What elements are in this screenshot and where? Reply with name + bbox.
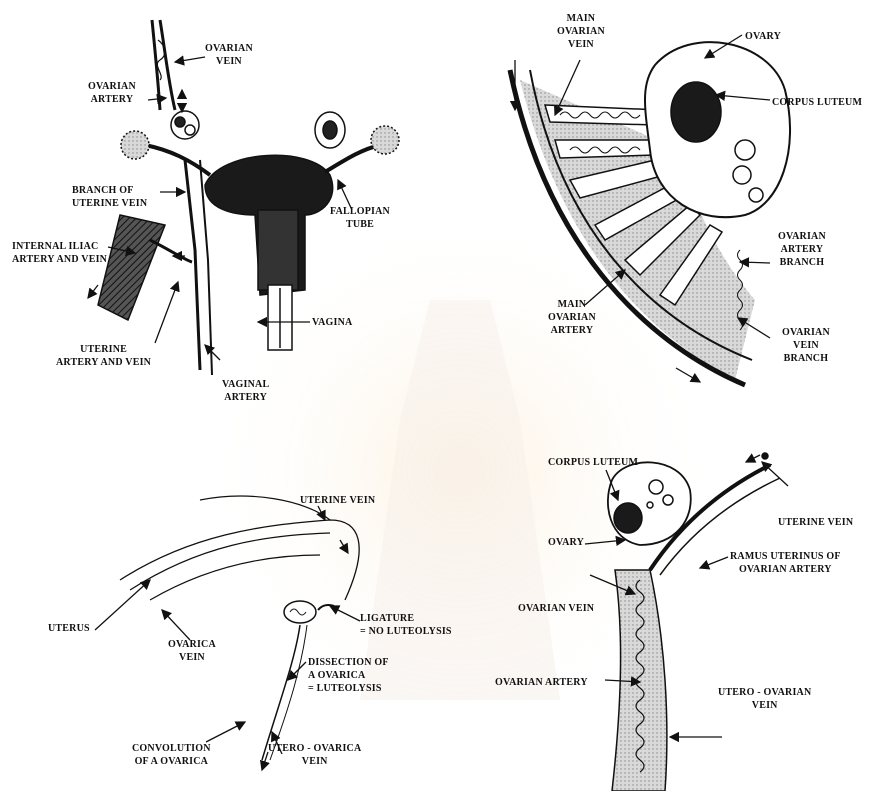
label-c-convolution: CONVOLUTION OF A OVARICA bbox=[132, 742, 211, 768]
label-line: VEIN bbox=[268, 755, 361, 768]
label-line: BRANCH bbox=[778, 256, 826, 269]
label-line: OVARIAN ARTERY bbox=[730, 563, 841, 576]
label-line: DISSECTION OF bbox=[308, 656, 389, 669]
label-line: VEIN bbox=[718, 699, 811, 712]
label-line: MAIN bbox=[548, 298, 596, 311]
label-line: VEIN bbox=[557, 38, 605, 51]
label-line: = LUTEOLYSIS bbox=[308, 682, 389, 695]
label-c-uterine-vein: UTERINE VEIN bbox=[300, 494, 375, 507]
label-line: UTERINE VEIN bbox=[72, 197, 147, 210]
label-line: OF A OVARICA bbox=[132, 755, 211, 768]
label-b-ovarian-artery-branch: OVARIAN ARTERY BRANCH bbox=[778, 230, 826, 269]
label-d-ovary: OVARY bbox=[548, 536, 584, 549]
label-b-ovarian-vein-branch: OVARIAN VEIN BRANCH bbox=[782, 326, 830, 365]
label-line: A OVARICA bbox=[308, 669, 389, 682]
label-d-utero-ovarian-vein: UTERO - OVARIAN VEIN bbox=[718, 686, 811, 712]
label-line: VAGINAL bbox=[222, 378, 269, 391]
label-line: CONVOLUTION bbox=[132, 742, 211, 755]
label-c-ligature: LIGATURE = NO LUTEOLYSIS bbox=[360, 612, 452, 638]
label-line: OVARIAN bbox=[557, 25, 605, 38]
label-line: OVARIAN bbox=[205, 42, 253, 55]
label-b-main-ovarian-vein: MAIN OVARIAN VEIN bbox=[557, 12, 605, 51]
label-line: BRANCH OF bbox=[72, 184, 147, 197]
label-line: RAMUS UTERINUS OF bbox=[730, 550, 841, 563]
label-line: = NO LUTEOLYSIS bbox=[360, 625, 452, 638]
label-d-uterine-vein: UTERINE VEIN bbox=[778, 516, 853, 529]
label-d-ramus-uterinus: RAMUS UTERINUS OF OVARIAN ARTERY bbox=[730, 550, 841, 576]
label-line: BRANCH bbox=[782, 352, 830, 365]
label-line: UTERO - OVARIAN bbox=[718, 686, 811, 699]
label-a-uterine-artery-vein: UTERINE ARTERY AND VEIN bbox=[56, 343, 151, 369]
label-line: ARTERY bbox=[222, 391, 269, 404]
label-c-utero-ovarica: UTERO - OVARICA VEIN bbox=[268, 742, 361, 768]
label-line: FALLOPIAN bbox=[330, 205, 390, 218]
label-line: ARTERY bbox=[548, 324, 596, 337]
label-line: INTERNAL ILIAC bbox=[12, 240, 107, 253]
label-line: ARTERY bbox=[88, 93, 136, 106]
label-line: UTERINE bbox=[56, 343, 151, 356]
label-a-ovarian-artery: OVARIAN ARTERY bbox=[88, 80, 136, 106]
label-line: ARTERY AND VEIN bbox=[12, 253, 107, 266]
label-line: ARTERY AND VEIN bbox=[56, 356, 151, 369]
label-b-ovary: OVARY bbox=[745, 30, 781, 43]
label-a-internal-iliac: INTERNAL ILIAC ARTERY AND VEIN bbox=[12, 240, 107, 266]
label-line: ARTERY bbox=[778, 243, 826, 256]
label-a-fallopian-tube: FALLOPIAN TUBE bbox=[330, 205, 390, 231]
label-c-dissection: DISSECTION OF A OVARICA = LUTEOLYSIS bbox=[308, 656, 389, 695]
label-d-corpus-luteum: CORPUS LUTEUM bbox=[548, 456, 638, 469]
label-line: VEIN bbox=[205, 55, 253, 68]
label-a-vagina: VAGINA bbox=[312, 316, 352, 329]
label-line: VEIN bbox=[168, 651, 216, 664]
label-c-ovarica-vein: OVARICA VEIN bbox=[168, 638, 216, 664]
label-line: MAIN bbox=[557, 12, 605, 25]
label-b-main-ovarian-artery: MAIN OVARIAN ARTERY bbox=[548, 298, 596, 337]
label-line: LIGATURE bbox=[360, 612, 452, 625]
label-line: OVARIAN bbox=[88, 80, 136, 93]
label-line: VEIN bbox=[782, 339, 830, 352]
label-c-uterus: UTERUS bbox=[48, 622, 90, 635]
label-a-branch-uterine-vein: BRANCH OF UTERINE VEIN bbox=[72, 184, 147, 210]
label-d-ovarian-artery: OVARIAN ARTERY bbox=[495, 676, 588, 689]
label-line: OVARIAN bbox=[782, 326, 830, 339]
label-line: OVARIAN bbox=[778, 230, 826, 243]
label-line: TUBE bbox=[330, 218, 390, 231]
label-d-ovarian-vein: OVARIAN VEIN bbox=[518, 602, 594, 615]
label-a-vaginal-artery: VAGINAL ARTERY bbox=[222, 378, 269, 404]
label-line: OVARIAN bbox=[548, 311, 596, 324]
label-a-ovarian-vein: OVARIAN VEIN bbox=[205, 42, 253, 68]
label-line: OVARICA bbox=[168, 638, 216, 651]
label-b-corpus-luteum: CORPUS LUTEUM bbox=[772, 96, 862, 109]
label-line: UTERO - OVARICA bbox=[268, 742, 361, 755]
